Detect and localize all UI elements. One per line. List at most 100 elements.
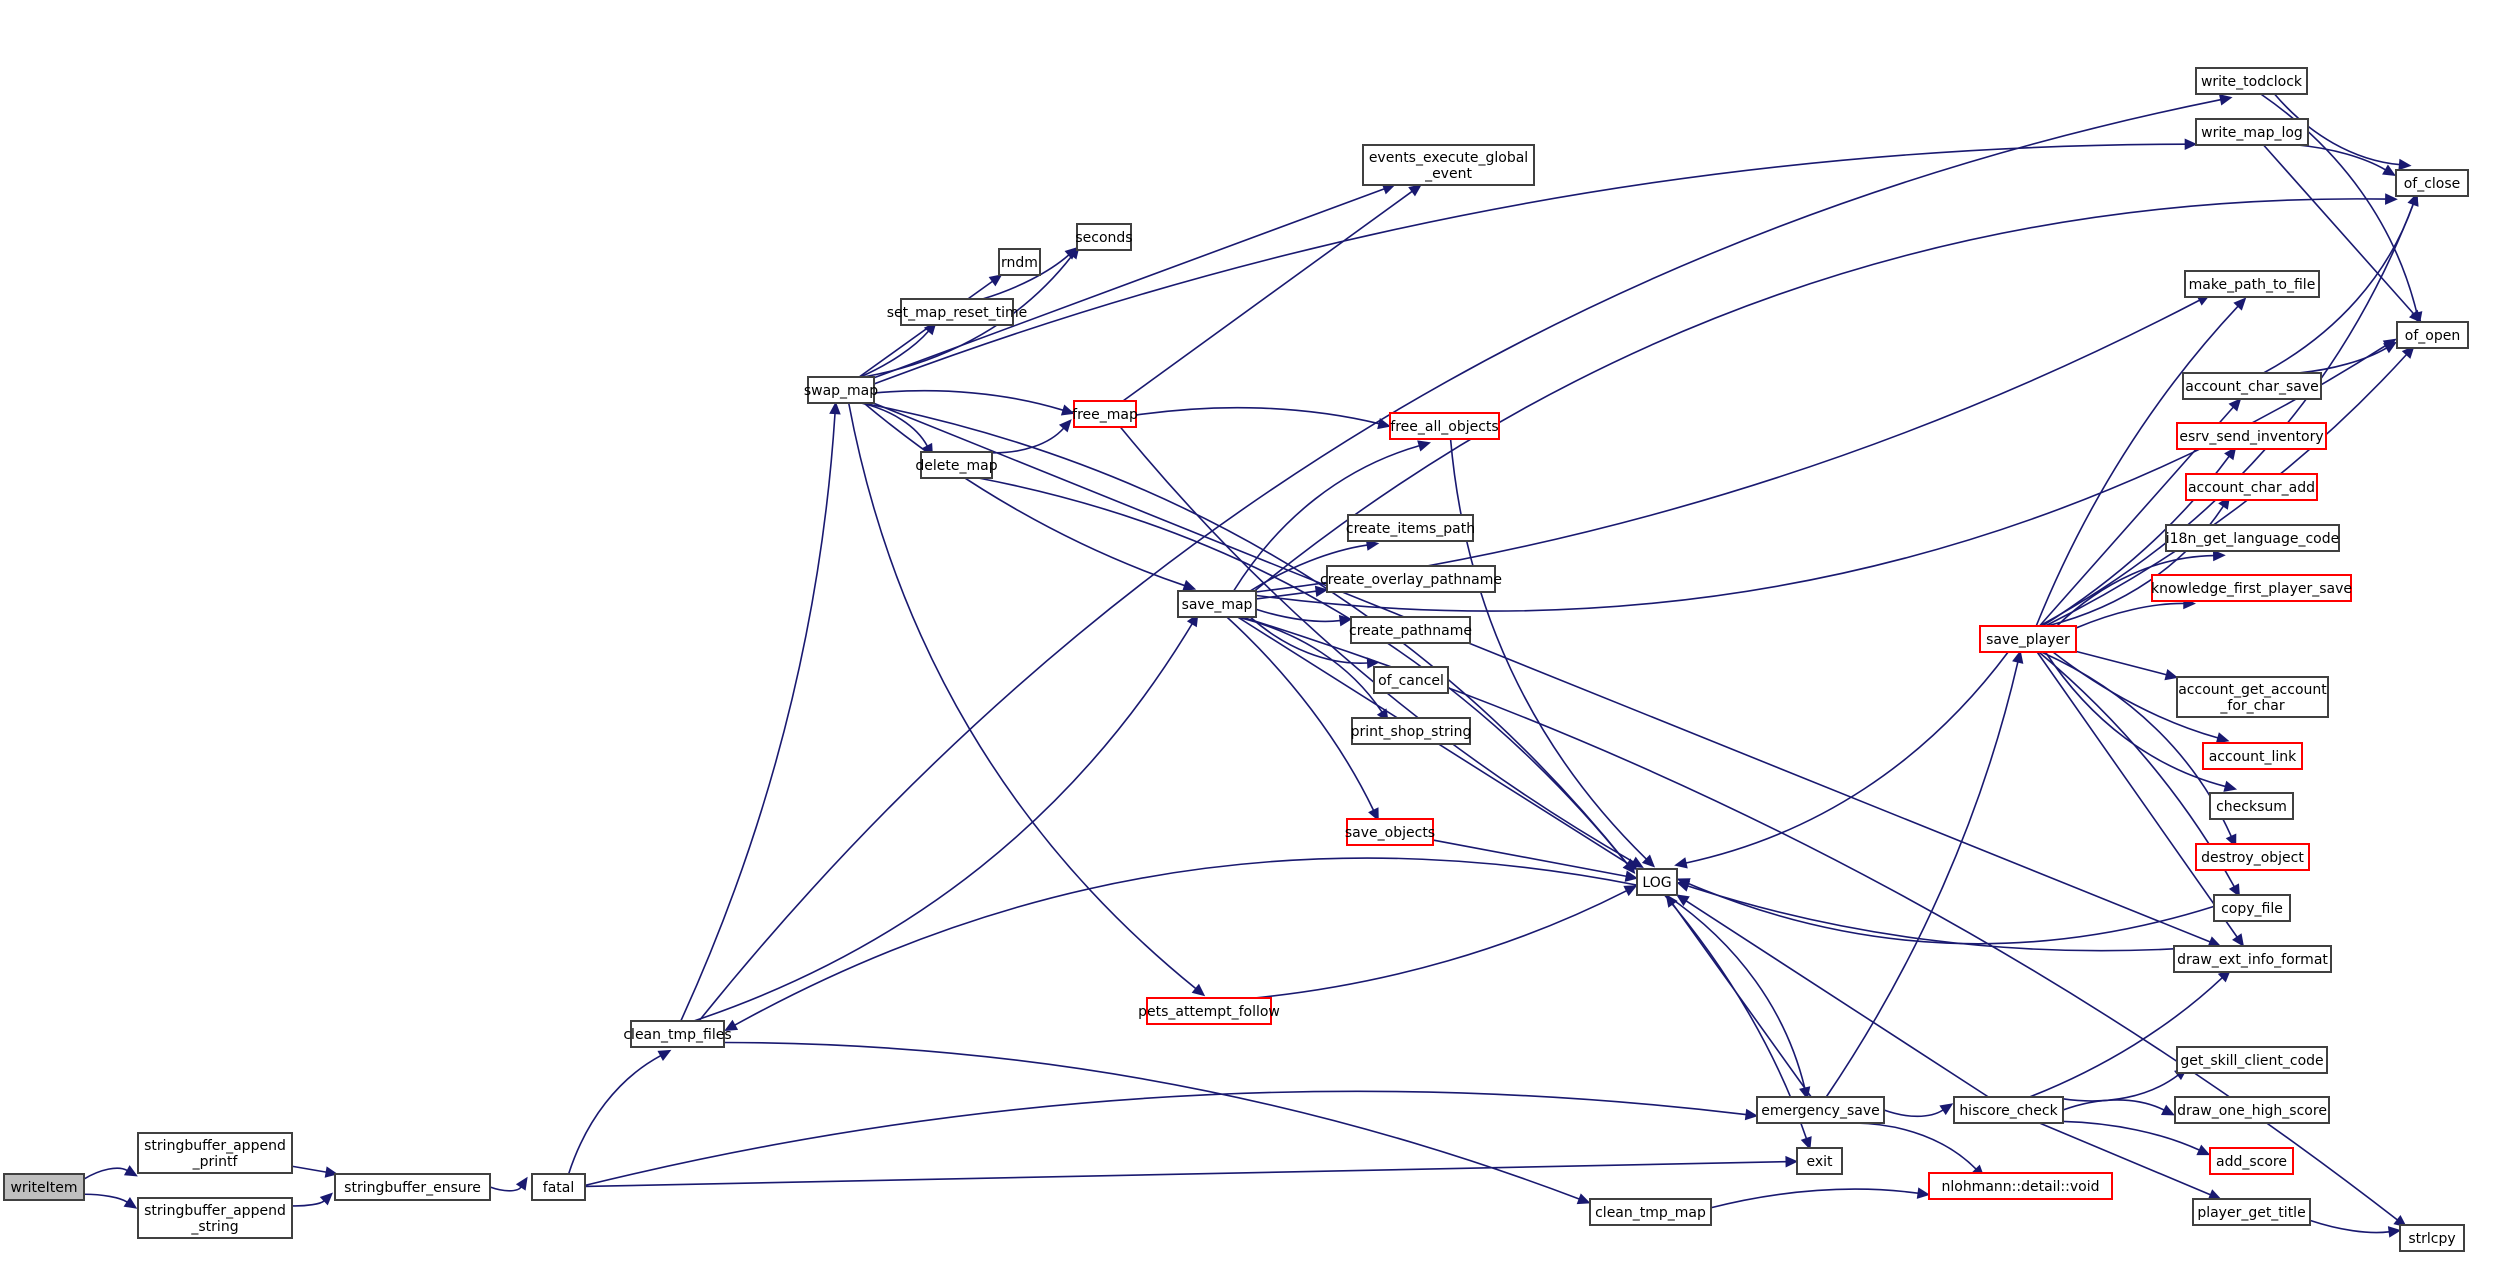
node-events_execute_global_event[interactable]: events_execute_global_event <box>1362 144 1535 186</box>
node-box[interactable] <box>2209 792 2294 820</box>
node-draw_ext_info_format[interactable]: draw_ext_info_format <box>2173 945 2332 973</box>
node-box[interactable] <box>2213 894 2291 922</box>
node-box[interactable] <box>1073 400 1137 428</box>
node-save_map[interactable]: save_map <box>1177 590 1257 618</box>
node-save_player[interactable]: save_player <box>1979 625 2077 653</box>
node-seconds[interactable]: seconds <box>1075 223 1133 251</box>
node-box[interactable] <box>2396 321 2469 349</box>
node-hiscore_check[interactable]: hiscore_check <box>1953 1096 2064 1124</box>
node-box[interactable] <box>1362 144 1535 186</box>
node-box[interactable] <box>807 376 875 404</box>
node-create_pathname[interactable]: create_pathname <box>1349 616 1472 644</box>
node-set_map_reset_time[interactable]: set_map_reset_time <box>887 298 1028 326</box>
node-knowledge_first_player_save[interactable]: knowledge_first_player_save <box>2151 574 2352 602</box>
node-box[interactable] <box>1979 625 2077 653</box>
node-box[interactable] <box>1373 666 1449 694</box>
node-rndm[interactable]: rndm <box>998 248 1041 276</box>
node-box[interactable] <box>137 1197 293 1239</box>
node-box[interactable] <box>2192 1198 2311 1226</box>
node-of_close[interactable]: of_close <box>2395 169 2469 197</box>
node-box[interactable] <box>2399 1224 2465 1252</box>
node-of_cancel[interactable]: of_cancel <box>1373 666 1449 694</box>
node-print_shop_string[interactable]: print_shop_string <box>1351 717 1472 745</box>
node-box[interactable] <box>137 1132 293 1174</box>
node-account_link[interactable]: account_link <box>2202 742 2303 770</box>
node-box[interactable] <box>2184 270 2320 298</box>
node-box[interactable] <box>1389 412 1500 440</box>
node-box[interactable] <box>1350 616 1471 644</box>
node-i18n_get_language_code[interactable]: i18n_get_language_code <box>2165 524 2340 552</box>
node-box[interactable] <box>1346 818 1434 846</box>
node-copy_file[interactable]: copy_file <box>2213 894 2291 922</box>
node-of_open[interactable]: of_open <box>2396 321 2469 349</box>
node-free_all_objects[interactable]: free_all_objects <box>1389 412 1500 440</box>
node-box[interactable] <box>1953 1096 2064 1124</box>
node-emergency_save[interactable]: emergency_save <box>1756 1096 1885 1124</box>
node-box[interactable] <box>998 248 1041 276</box>
node-box[interactable] <box>2202 742 2303 770</box>
node-save_objects[interactable]: save_objects <box>1345 818 1435 846</box>
node-sb_string[interactable]: stringbuffer_append_string <box>137 1197 293 1239</box>
node-create_items_path[interactable]: create_items_path <box>1346 514 1475 542</box>
node-box[interactable] <box>1756 1096 1885 1124</box>
node-box[interactable] <box>2195 67 2308 95</box>
node-box[interactable] <box>2165 524 2340 552</box>
node-nlohmann_void[interactable]: nlohmann::detail::void <box>1928 1172 2113 1200</box>
node-box[interactable] <box>2195 843 2310 871</box>
node-LOG[interactable]: LOG <box>1636 868 1678 896</box>
node-get_skill_client_code[interactable]: get_skill_client_code <box>2176 1046 2328 1074</box>
node-box[interactable] <box>2151 574 2352 602</box>
node-box[interactable] <box>1177 590 1257 618</box>
node-box[interactable] <box>1589 1198 1712 1226</box>
node-box[interactable] <box>1928 1172 2113 1200</box>
node-box[interactable] <box>531 1173 586 1201</box>
node-account_char_save[interactable]: account_char_save <box>2182 372 2322 400</box>
node-box[interactable] <box>2176 422 2327 450</box>
node-clean_tmp_files[interactable]: clean_tmp_files <box>623 1020 732 1048</box>
node-pets_attempt_follow[interactable]: pets_attempt_follow <box>1138 997 1280 1025</box>
node-box[interactable] <box>2176 676 2329 718</box>
node-player_get_title[interactable]: player_get_title <box>2192 1198 2311 1226</box>
node-box[interactable] <box>2176 1046 2328 1074</box>
node-box[interactable] <box>2195 118 2309 146</box>
node-box[interactable] <box>1351 717 1471 745</box>
node-box[interactable] <box>900 298 1014 326</box>
node-box[interactable] <box>334 1173 491 1201</box>
node-sb_ensure[interactable]: stringbuffer_ensure <box>334 1173 491 1201</box>
node-free_map[interactable]: free_map <box>1072 400 1138 428</box>
node-box[interactable] <box>1326 565 1496 593</box>
node-destroy_object[interactable]: destroy_object <box>2195 843 2310 871</box>
node-account_get_account_for_char[interactable]: account_get_account_for_char <box>2176 676 2329 718</box>
node-box[interactable] <box>2182 372 2322 400</box>
node-account_char_add[interactable]: account_char_add <box>2185 473 2318 501</box>
node-swap_map[interactable]: swap_map <box>804 376 878 404</box>
node-clean_tmp_map[interactable]: clean_tmp_map <box>1589 1198 1712 1226</box>
node-sb_printf[interactable]: stringbuffer_append_printf <box>137 1132 293 1174</box>
node-delete_map[interactable]: delete_map <box>915 451 998 479</box>
node-box[interactable] <box>2173 945 2332 973</box>
node-write_map_log[interactable]: write_map_log <box>2195 118 2309 146</box>
node-write_todclock[interactable]: write_todclock <box>2195 67 2308 95</box>
node-checksum[interactable]: checksum <box>2209 792 2294 820</box>
node-box[interactable] <box>630 1020 725 1048</box>
node-esrv_send_inventory[interactable]: esrv_send_inventory <box>2176 422 2327 450</box>
node-box[interactable] <box>2209 1147 2294 1175</box>
node-box[interactable] <box>1076 223 1132 251</box>
node-draw_one_high_score[interactable]: draw_one_high_score <box>2174 1096 2330 1124</box>
node-box[interactable] <box>1347 514 1474 542</box>
node-create_overlay_pathname[interactable]: create_overlay_pathname <box>1320 565 1502 593</box>
node-box[interactable] <box>2174 1096 2330 1124</box>
node-box[interactable] <box>920 451 993 479</box>
node-strlcpy[interactable]: strlcpy <box>2399 1224 2465 1252</box>
node-add_score[interactable]: add_score <box>2209 1147 2294 1175</box>
node-fatal[interactable]: fatal <box>531 1173 586 1201</box>
node-box[interactable] <box>1636 868 1678 896</box>
node-exit[interactable]: exit <box>1796 1147 1843 1175</box>
node-box[interactable] <box>2185 473 2318 501</box>
node-writeItem[interactable]: writeItem <box>3 1173 85 1201</box>
node-box[interactable] <box>1796 1147 1843 1175</box>
node-box[interactable] <box>2395 169 2469 197</box>
node-box[interactable] <box>3 1173 85 1201</box>
node-make_path_to_file[interactable]: make_path_to_file <box>2184 270 2320 298</box>
node-box[interactable] <box>1146 997 1272 1025</box>
